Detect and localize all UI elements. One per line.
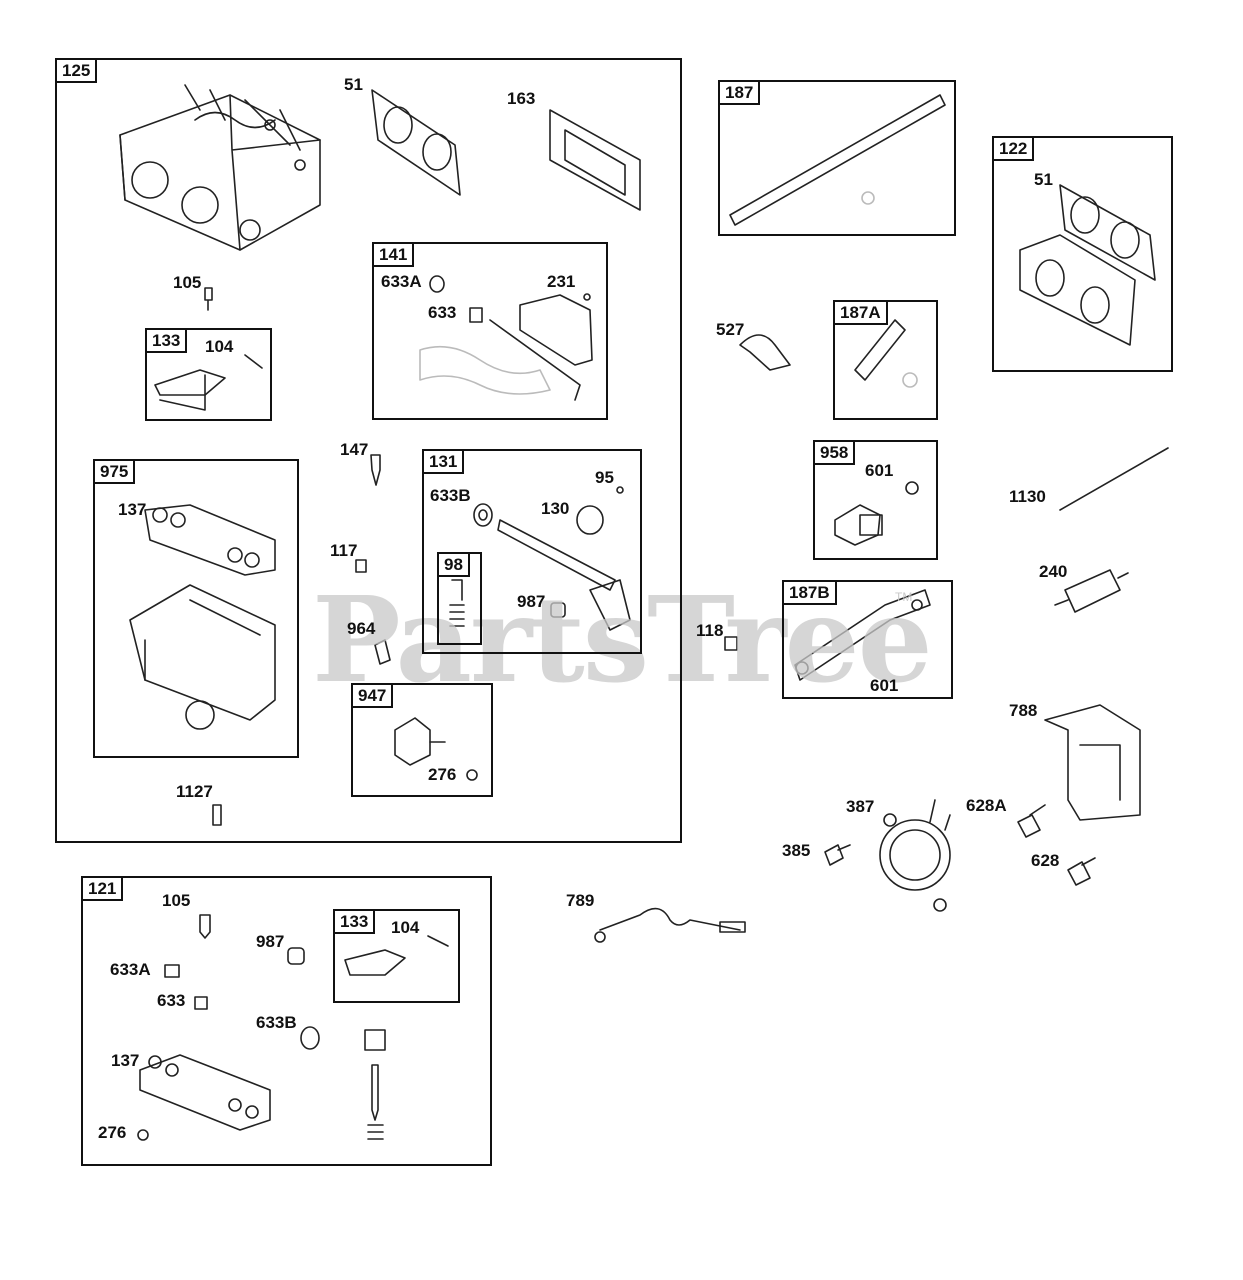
box-98-tag[interactable]: 98	[439, 554, 470, 577]
box-131-tag[interactable]: 131	[424, 451, 465, 474]
box-98: 98	[437, 552, 482, 645]
rod-1130-part	[1059, 447, 1169, 511]
label-240[interactable]: 240	[1039, 562, 1068, 581]
label-633b-a[interactable]: 633B	[430, 486, 471, 505]
box-975: 975	[93, 459, 299, 758]
spacer-122-part	[1019, 184, 1156, 346]
valve-958-part	[834, 481, 919, 546]
label-633a-b[interactable]: 633A	[110, 960, 151, 979]
box-187b: 187B	[782, 580, 953, 699]
label-104-b[interactable]: 104	[391, 918, 420, 937]
kit-121-parts	[137, 914, 449, 1141]
label-104-a[interactable]: 104	[205, 337, 234, 356]
filter-240-part	[1054, 569, 1129, 613]
box-958-tag[interactable]: 958	[815, 442, 856, 465]
float-133a-part	[154, 354, 263, 411]
label-105-b[interactable]: 105	[162, 891, 191, 910]
box-133b: 133	[333, 909, 460, 1003]
box-187a-tag[interactable]: 187A	[835, 302, 888, 325]
label-118[interactable]: 118	[696, 621, 724, 640]
bolt-385-part	[824, 844, 851, 866]
needle-105-part	[204, 287, 213, 311]
bolt-628a-part	[1017, 804, 1046, 838]
label-633-a[interactable]: 633	[428, 303, 457, 322]
label-163[interactable]: 163	[507, 89, 536, 108]
gasket-51-part	[371, 89, 461, 196]
label-231[interactable]: 231	[547, 272, 576, 291]
box-187a: 187A	[833, 300, 938, 420]
box-947-tag[interactable]: 947	[353, 685, 394, 708]
label-601-b[interactable]: 601	[870, 676, 899, 695]
fuel-line-187-part	[729, 94, 946, 226]
box-947: 947	[351, 683, 493, 797]
jet-118-part	[724, 636, 738, 651]
box-975-tag[interactable]: 975	[95, 461, 136, 484]
bracket-788-part	[1044, 704, 1141, 821]
label-117[interactable]: 117	[330, 541, 358, 560]
label-633-b[interactable]: 633	[157, 991, 186, 1010]
choke-131-part	[473, 486, 631, 631]
box-121: 121	[81, 876, 492, 1166]
carburetor-body-part	[119, 84, 321, 251]
box-133b-tag[interactable]: 133	[335, 911, 376, 934]
label-105-a[interactable]: 105	[173, 273, 202, 292]
label-130[interactable]: 130	[541, 499, 570, 518]
watermark-tm: TM	[895, 590, 913, 604]
label-1130[interactable]: 1130	[1009, 487, 1046, 506]
sleeve-964-part	[374, 639, 391, 665]
box-141-tag[interactable]: 141	[374, 244, 415, 267]
label-628[interactable]: 628	[1031, 851, 1060, 870]
label-147[interactable]: 147	[340, 440, 369, 459]
box-133a: 133	[145, 328, 272, 421]
box-133a-tag[interactable]: 133	[147, 330, 188, 353]
screw-98-part	[449, 579, 465, 627]
box-141: 141	[372, 242, 608, 420]
label-633b-b[interactable]: 633B	[256, 1013, 297, 1032]
box-958: 958	[813, 440, 938, 560]
clip-527-part	[739, 334, 791, 371]
box-125: 125	[55, 58, 682, 843]
box-187: 187	[718, 80, 956, 236]
hose-187a-part	[854, 319, 918, 388]
gasket-163-part	[549, 109, 641, 211]
label-527[interactable]: 527	[716, 320, 745, 339]
label-385[interactable]: 385	[782, 841, 811, 860]
hose-187b-part	[794, 589, 931, 681]
box-125-tag[interactable]: 125	[57, 60, 98, 83]
label-987-b[interactable]: 987	[256, 932, 285, 951]
label-276-b[interactable]: 276	[98, 1123, 127, 1142]
box-131: 131	[422, 449, 642, 654]
box-122: 122	[992, 136, 1173, 372]
bolt-628-part	[1067, 857, 1096, 886]
label-601-a[interactable]: 601	[865, 461, 894, 480]
solenoid-947-part	[394, 717, 478, 781]
label-789[interactable]: 789	[566, 891, 595, 910]
box-187-tag[interactable]: 187	[720, 82, 761, 105]
label-137-b[interactable]: 137	[111, 1051, 140, 1070]
label-137-a[interactable]: 137	[118, 500, 147, 519]
throttle-shaft-141-part	[419, 275, 593, 401]
label-964[interactable]: 964	[347, 619, 376, 638]
wire-789-part	[594, 907, 746, 943]
jet-117-part	[355, 559, 367, 573]
label-788[interactable]: 788	[1009, 701, 1038, 720]
box-121-tag[interactable]: 121	[83, 878, 124, 901]
label-51-a[interactable]: 51	[344, 75, 363, 94]
jet-147-part	[370, 454, 381, 486]
label-633a-a[interactable]: 633A	[381, 272, 422, 291]
label-276-a[interactable]: 276	[428, 765, 457, 784]
box-187b-tag[interactable]: 187B	[784, 582, 837, 605]
label-987-a[interactable]: 987	[517, 592, 546, 611]
label-628a[interactable]: 628A	[966, 796, 1007, 815]
label-387[interactable]: 387	[846, 797, 875, 816]
float-bowl-975-part	[129, 504, 276, 730]
label-1127[interactable]: 1127	[176, 782, 213, 801]
label-51-b[interactable]: 51	[1034, 170, 1053, 189]
screw-1127-part	[212, 804, 222, 826]
label-95[interactable]: 95	[595, 468, 614, 487]
fuel-pump-387-part	[879, 799, 951, 912]
box-122-tag[interactable]: 122	[994, 138, 1035, 161]
